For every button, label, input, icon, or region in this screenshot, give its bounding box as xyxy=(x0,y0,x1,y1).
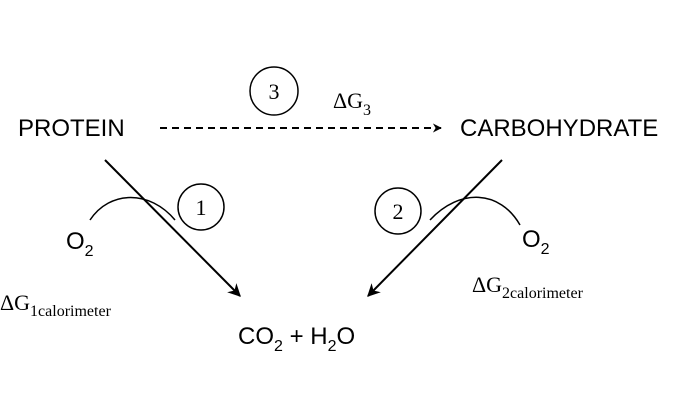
protein-label: PROTEIN xyxy=(18,115,125,142)
o2-left-label: O2 xyxy=(66,228,94,260)
dg3-delta: ΔG xyxy=(333,88,363,113)
dg3-label: ΔG3 xyxy=(333,88,371,119)
dg1-subscript: 1calorimeter xyxy=(30,303,112,320)
products-label: CO2 + H2O xyxy=(238,323,355,355)
co2-subscript: 2 xyxy=(274,338,283,355)
o2-left-curve xyxy=(89,196,176,221)
carbohydrate-label: CARBOHYDRATE xyxy=(460,115,658,142)
o-text: O xyxy=(337,323,356,350)
dg2-subscript: 2calorimeter xyxy=(502,285,584,302)
o2-right-o: O xyxy=(522,226,541,253)
h2o-subscript: 2 xyxy=(328,338,337,355)
o2-right-subscript: 2 xyxy=(541,241,550,258)
step1-arrow xyxy=(104,159,241,297)
plus-h-text: + H xyxy=(283,323,328,350)
step1-number: 1 xyxy=(196,195,207,220)
dg1-delta: ΔG xyxy=(0,290,30,315)
dg1-label: ΔG1calorimeter xyxy=(0,290,112,320)
step2-number: 2 xyxy=(393,199,404,224)
dg2-label: ΔG2calorimeter xyxy=(472,272,584,302)
dg2-delta: ΔG xyxy=(472,272,502,297)
o2-left-subscript: 2 xyxy=(85,243,94,260)
o2-right-curve xyxy=(429,196,521,226)
co-text: CO xyxy=(238,323,274,350)
step2-arrow xyxy=(367,159,503,297)
step3-circle xyxy=(249,66,299,116)
step2-circle xyxy=(374,187,422,235)
dg3-subscript: 3 xyxy=(363,102,371,119)
step1-circle xyxy=(177,183,225,231)
step3-number: 3 xyxy=(269,79,280,104)
o2-right-label: O2 xyxy=(522,226,550,258)
o2-left-o: O xyxy=(66,228,85,255)
